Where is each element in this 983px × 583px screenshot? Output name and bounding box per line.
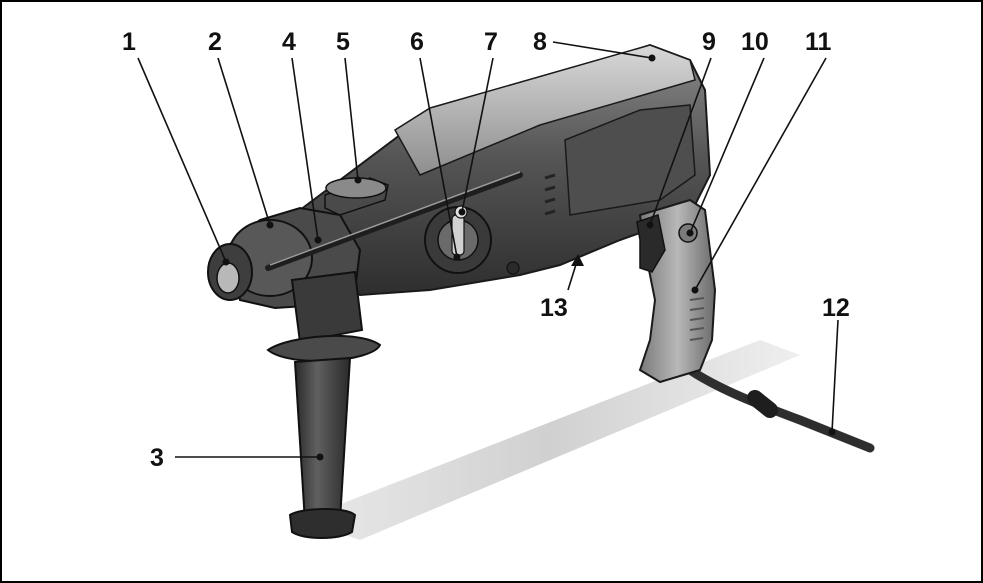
leader-dots — [222, 54, 836, 461]
callout-9: 9 — [702, 28, 716, 56]
leader-2 — [217, 57, 271, 226]
leader-4 — [291, 57, 319, 241]
callout-3: 3 — [150, 444, 164, 472]
leader-8 — [552, 41, 653, 59]
leader-12 — [831, 319, 839, 433]
housing-screw — [506, 261, 520, 275]
leader-7 — [461, 57, 494, 213]
power-cord — [685, 365, 875, 453]
callout-6: 6 — [410, 28, 424, 56]
auxiliary-handle-guard — [266, 334, 382, 362]
callout-13: 13 — [540, 294, 568, 322]
auxiliary-handle-clamp — [290, 270, 364, 344]
callout-2: 2 — [208, 28, 222, 56]
on-off-switch — [636, 214, 666, 273]
leader-10 — [689, 57, 765, 234]
grip-ribs — [689, 297, 705, 341]
tool-holder-opening — [216, 262, 240, 294]
leader-6 — [419, 57, 458, 258]
callout-7: 7 — [484, 28, 498, 56]
leader-9 — [649, 57, 712, 226]
callout-4: 4 — [282, 28, 296, 56]
leader-5 — [344, 57, 359, 181]
depth-stop-rod-highlight — [269, 171, 521, 266]
callout-5: 5 — [336, 28, 350, 56]
callout-12: 12 — [822, 294, 850, 322]
callout-11: 11 — [805, 28, 832, 56]
depth-stop-rod — [265, 172, 523, 271]
leader-11 — [694, 57, 827, 291]
leader-1 — [137, 57, 227, 263]
arrow-13 — [571, 254, 584, 266]
callout-8: 8 — [533, 28, 547, 56]
callout-labels: 1 2 4 5 6 7 8 9 10 11 12 13 3 — [122, 28, 850, 472]
ground-shadow — [300, 340, 800, 540]
side-panel — [564, 104, 696, 216]
leader-lines — [137, 41, 839, 458]
cord-strain-relief — [747, 390, 778, 418]
vent-slots — [544, 173, 556, 216]
callout-1: 1 — [122, 28, 136, 56]
callout-10: 10 — [741, 28, 769, 56]
mode-selector-knob — [451, 214, 465, 256]
auxiliary-handle-grip — [293, 356, 352, 524]
auxiliary-handle-base — [288, 507, 357, 539]
